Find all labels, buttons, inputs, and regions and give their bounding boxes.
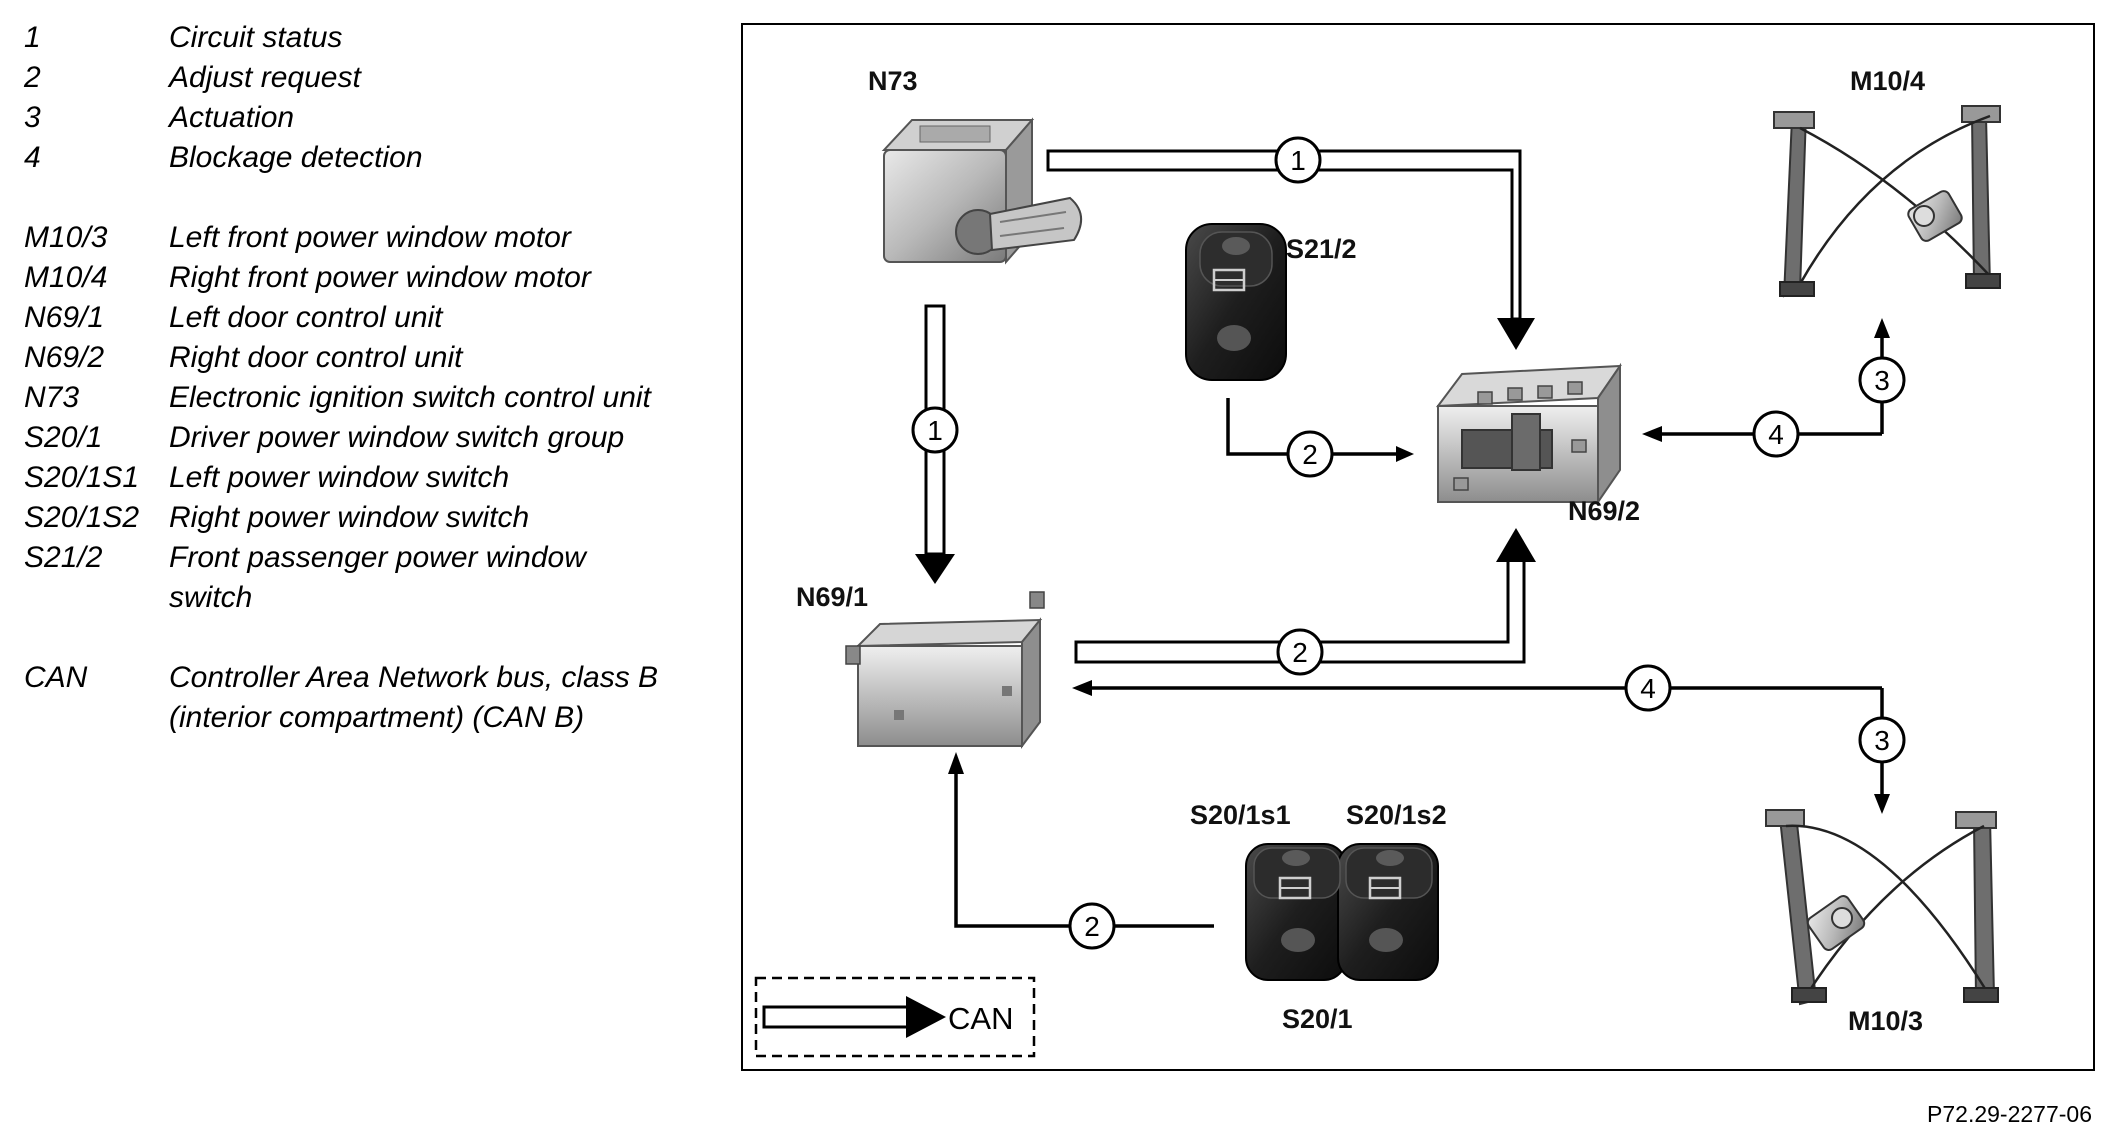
- signal-marker: 2: [1276, 628, 1324, 676]
- signal-marker: 1: [911, 406, 959, 454]
- legend-row: S20/1S1 Left power window switch: [24, 458, 664, 498]
- legend-text: Right front power window motor: [169, 261, 591, 294]
- legend-row: S20/1S2 Right power window switch: [24, 498, 664, 538]
- legend-text: Right door control unit: [169, 341, 463, 374]
- arrow-n69-1-m10-3: [1072, 680, 1890, 814]
- label-s20-1s1: S20/1s1: [1190, 800, 1291, 830]
- can-legend-box: CAN: [754, 976, 1036, 1058]
- legend-text: Controller Area Network bus, class B (in…: [169, 661, 659, 734]
- signal-number: 1: [927, 415, 943, 446]
- arrow-s20-1-to-n69-1: [948, 752, 1214, 928]
- legend-key: 2: [24, 61, 41, 94]
- legend-row: N73 Electronic ignition switch control u…: [24, 378, 664, 418]
- legend-text: Blockage detection: [169, 141, 423, 174]
- ignition-switch-icon: [881, 117, 1082, 265]
- signal-number: 3: [1874, 725, 1890, 756]
- label-n69-2: N69/2: [1568, 496, 1640, 526]
- legend-numbered: 1 Circuit status 2 Adjust request 3 Actu…: [24, 18, 664, 178]
- legend-row: CAN Controller Area Network bus, class B…: [24, 658, 664, 738]
- passenger-switch-icon: [1185, 223, 1287, 381]
- signal-marker: 3: [1858, 356, 1906, 404]
- signal-marker: 1: [1274, 136, 1322, 184]
- legend-key: M10/4: [24, 261, 108, 294]
- signal-number: 3: [1874, 365, 1890, 396]
- legend-key: 3: [24, 101, 41, 134]
- signal-marker: 2: [1286, 430, 1334, 478]
- legend-components: M10/3 Left front power window motor M10/…: [24, 218, 664, 618]
- legend-text: Right power window switch: [169, 501, 530, 534]
- left-door-control-unit-icon: [845, 591, 1045, 749]
- window-regulator-icon: [1773, 105, 2001, 298]
- signal-number: 2: [1302, 439, 1318, 470]
- signal-number: 4: [1768, 419, 1784, 450]
- signal-number: 1: [1290, 145, 1306, 176]
- legend: 1 Circuit status 2 Adjust request 3 Actu…: [24, 18, 664, 738]
- legend-row: M10/4 Right front power window motor: [24, 258, 664, 298]
- label-n73: N73: [868, 66, 918, 96]
- legend-row: M10/3 Left front power window motor: [24, 218, 664, 258]
- legend-key: M10/3: [24, 221, 108, 254]
- signal-marker: 4: [1752, 410, 1800, 458]
- signal-number: 2: [1292, 637, 1308, 668]
- legend-text: Left front power window motor: [169, 221, 571, 254]
- legend-text: Left door control unit: [169, 301, 443, 334]
- diagram-frame: [741, 23, 2095, 1071]
- legend-text: Electronic ignition switch control unit: [169, 381, 651, 414]
- label-s21-2: S21/2: [1286, 234, 1357, 264]
- label-s20-1s2: S20/1s2: [1346, 800, 1447, 830]
- can-arrow-n73-to-n69-2: [1046, 149, 1535, 350]
- legend-key: 4: [24, 141, 41, 174]
- legend-text: Front passenger power window switch: [169, 541, 586, 614]
- signal-marker: 4: [1624, 664, 1672, 712]
- driver-switch-group-icon: [1245, 843, 1439, 981]
- legend-row: S21/2 Front passenger power window switc…: [24, 538, 664, 618]
- legend-bus: CAN Controller Area Network bus, class B…: [24, 658, 664, 738]
- legend-row: N69/1 Left door control unit: [24, 298, 664, 338]
- legend-key: N69/2: [24, 341, 105, 374]
- signal-marker: 2: [1068, 902, 1116, 950]
- right-door-control-unit-icon: [1435, 362, 1622, 506]
- signal-number: 4: [1640, 673, 1656, 704]
- legend-row: S20/1 Driver power window switch group: [24, 418, 664, 458]
- reference-code: P72.29-2277-06: [1927, 1101, 2092, 1127]
- legend-text: Left power window switch: [169, 461, 510, 494]
- label-m10-4: M10/4: [1850, 66, 1925, 96]
- legend-row: N69/2 Right door control unit: [24, 338, 664, 378]
- can-legend-label: CAN: [948, 1001, 1013, 1036]
- window-regulator-icon: [1765, 809, 1999, 1006]
- legend-text: Driver power window switch group: [169, 421, 625, 454]
- legend-key: CAN: [24, 661, 88, 694]
- label-s20-1: S20/1: [1282, 1004, 1353, 1034]
- legend-text: Adjust request: [169, 61, 361, 94]
- legend-row: 2 Adjust request: [24, 58, 664, 98]
- legend-row: 4 Blockage detection: [24, 138, 664, 178]
- legend-text: Circuit status: [169, 21, 343, 54]
- legend-text: Actuation: [169, 101, 295, 134]
- legend-key: N69/1: [24, 301, 105, 334]
- legend-key: 1: [24, 21, 41, 54]
- legend-key: N73: [24, 381, 80, 414]
- signal-marker: 3: [1858, 716, 1906, 764]
- legend-key: S21/2: [24, 541, 103, 574]
- legend-key: S20/1: [24, 421, 103, 454]
- legend-key: S20/1S2: [24, 501, 140, 534]
- label-m10-3: M10/3: [1848, 1006, 1923, 1036]
- legend-row: 3 Actuation: [24, 98, 664, 138]
- legend-key: S20/1S1: [24, 461, 140, 494]
- legend-row: 1 Circuit status: [24, 18, 664, 58]
- signal-number: 2: [1084, 911, 1100, 942]
- arrow-s21-2-to-n69-2: [1226, 398, 1414, 462]
- label-n69-1: N69/1: [796, 582, 868, 612]
- can-arrow-n69-1-to-n69-2: [1074, 528, 1536, 664]
